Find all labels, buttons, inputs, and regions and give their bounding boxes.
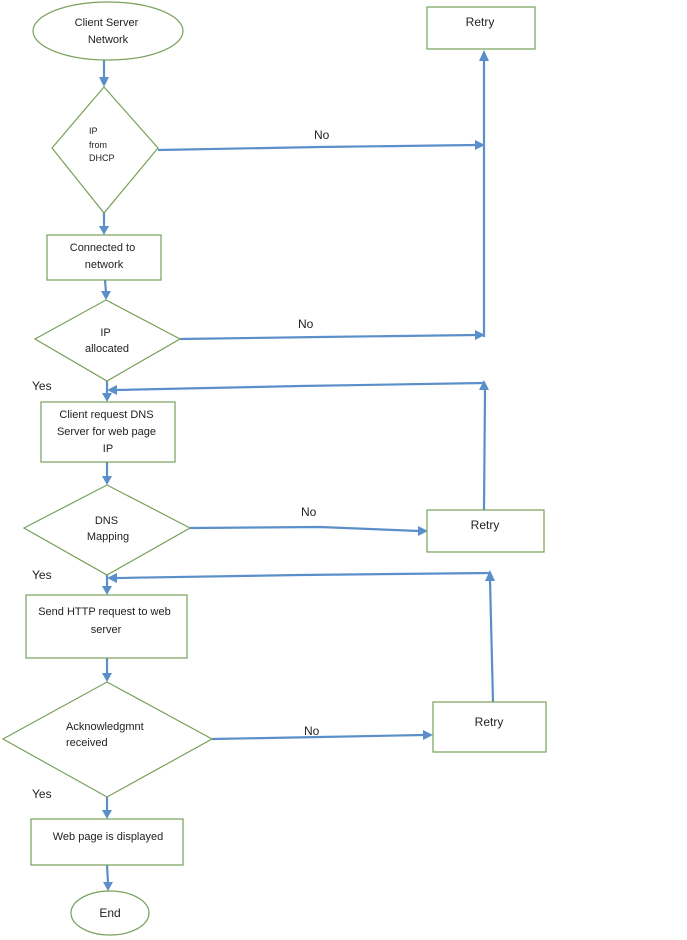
- allocated-diamond: [33, 299, 182, 382]
- retry-3: Retry: [432, 701, 547, 753]
- no-label-mapping: No: [301, 505, 317, 519]
- connector-displayed-to-end: [105, 864, 110, 884]
- yes-label-ack: Yes: [32, 787, 52, 801]
- yes-label-allocated: Yes: [32, 379, 52, 393]
- decision-ip-allocated: IP allocated: [33, 299, 182, 382]
- no-label-dhcp: No: [314, 128, 330, 142]
- arrowhead-retry-2: [418, 526, 428, 536]
- allocated-label: IP allocated: [85, 327, 129, 355]
- connector-retry-2-loop: [482, 383, 487, 511]
- connector-connected-to-allocated: [103, 279, 108, 293]
- arrowhead-retry-3: [423, 730, 433, 740]
- dhcp-label: IP from DHCP: [89, 126, 115, 163]
- connector-retry-3-return: [115, 571, 491, 580]
- mapping-diamond: [22, 484, 192, 576]
- process-http-request: Send HTTP request to web server: [25, 594, 188, 659]
- connector-retry-2-return: [115, 381, 485, 392]
- start-ellipse: [32, 1, 184, 61]
- retry-1-label: Retry: [466, 15, 495, 29]
- node-start: Client Server Network: [32, 1, 184, 61]
- ack-label: Acknowledgmnt received: [66, 721, 147, 749]
- process-dns-request: Client request DNS Server for web page I…: [40, 401, 176, 463]
- arrowhead-retry-3-return: [107, 573, 117, 583]
- ack-diamond: [1, 681, 214, 798]
- displayed-label: Web page is displayed: [53, 831, 163, 843]
- arrowhead-dns-request: [102, 393, 112, 402]
- dhcp-diamond: [51, 86, 159, 214]
- edge-labels: No No No No Yes Yes Yes: [32, 128, 330, 801]
- dns-request-label: Client request DNS Server for web page I…: [57, 409, 159, 455]
- process-connected: Connected to network: [46, 234, 162, 281]
- no-label-ack: No: [304, 724, 320, 738]
- arrowhead-dhcp-no: [475, 140, 485, 150]
- arrowhead-dhcp: [99, 77, 109, 87]
- node-end: End: [70, 890, 150, 936]
- connector-mapping-no: [189, 525, 420, 533]
- arrowhead-retry-2-return: [107, 385, 117, 395]
- arrowhead-retry-1: [479, 50, 489, 61]
- displayed-box: [30, 818, 184, 866]
- connectors: [99, 50, 495, 891]
- http-request-box: [25, 594, 188, 659]
- connector-dhcp-no: [157, 143, 477, 152]
- end-label: End: [99, 906, 120, 920]
- mapping-label: DNS Mapping: [87, 515, 129, 543]
- connector-retry-3-loop: [488, 579, 495, 703]
- connector-allocated-no: [179, 333, 477, 341]
- http-request-label: Send HTTP request to web server: [38, 606, 174, 636]
- retry-2-box: [426, 509, 545, 553]
- arrowhead-retry-3-up: [485, 570, 495, 581]
- dns-request-box: [40, 401, 176, 463]
- arrowhead-ack: [102, 673, 112, 682]
- arrowhead-connected: [99, 226, 109, 235]
- start-label: Client Server Network: [75, 17, 142, 46]
- decision-acknowledgment: Acknowledgmnt received: [1, 681, 214, 798]
- retry-1: Retry: [426, 6, 536, 50]
- process-displayed: Web page is displayed: [30, 818, 184, 866]
- decision-ip-from-dhcp: IP from DHCP: [51, 86, 159, 214]
- arrowhead-allocated: [101, 291, 111, 300]
- arrowhead-allocated-no: [475, 330, 485, 340]
- arrowhead-mapping: [102, 476, 112, 485]
- retry-2: Retry: [426, 509, 545, 553]
- yes-label-mapping: Yes: [32, 568, 52, 582]
- retry-3-box: [432, 701, 547, 753]
- arrowhead-retry-2-up: [479, 380, 489, 390]
- connected-box: [46, 234, 162, 281]
- decision-dns-mapping: DNS Mapping: [22, 484, 192, 576]
- retry-2-label: Retry: [471, 518, 500, 532]
- retry-1-box: [426, 6, 536, 50]
- connector-ack-no: [211, 733, 425, 741]
- arrowhead-http: [102, 586, 112, 595]
- retry-3-label: Retry: [475, 715, 504, 729]
- arrowhead-end: [103, 882, 113, 891]
- connected-label: Connected to network: [70, 242, 139, 271]
- no-label-allocated: No: [298, 317, 314, 331]
- arrowhead-displayed: [102, 810, 112, 819]
- end-ellipse: [70, 890, 150, 936]
